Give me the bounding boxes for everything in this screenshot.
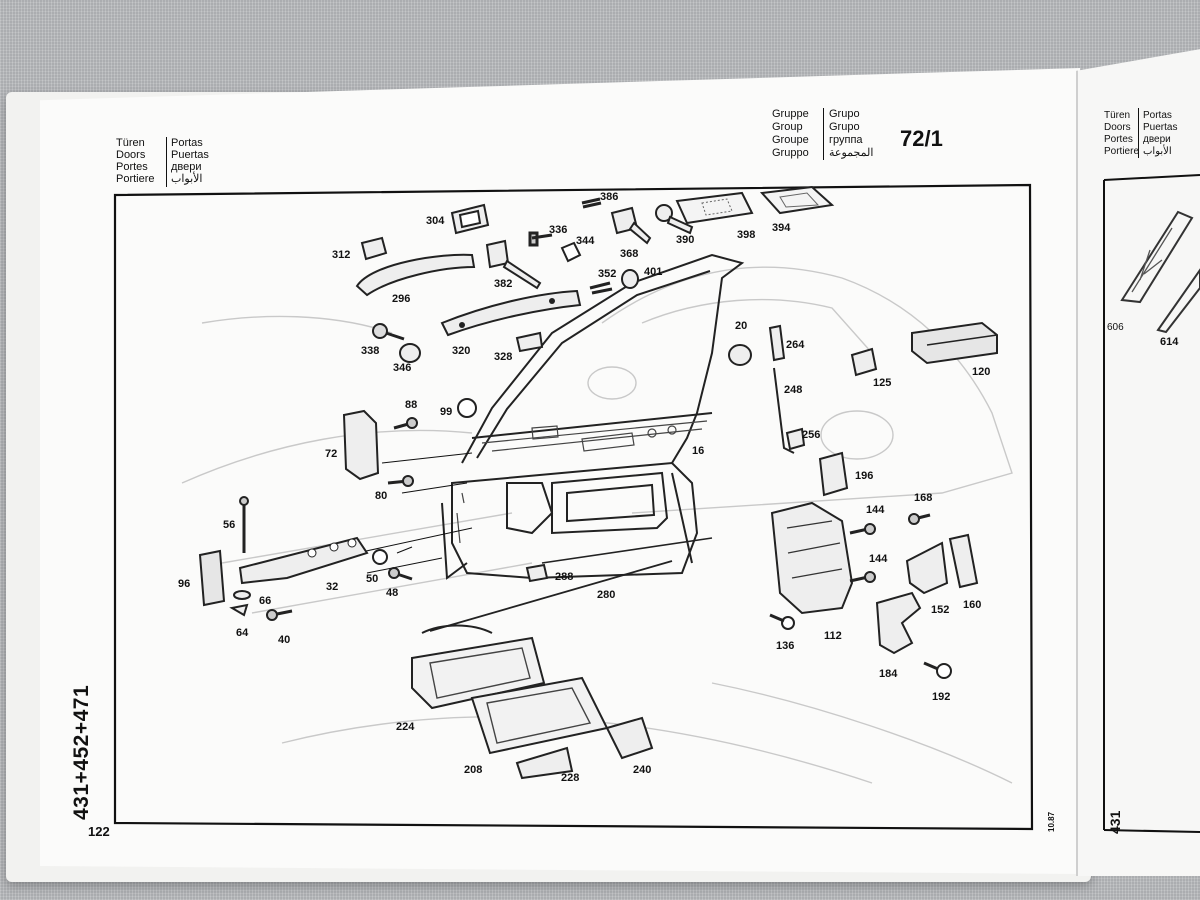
- group-label-fr: Groupe: [772, 134, 809, 146]
- callout-368: 368: [620, 248, 639, 260]
- callout-125: 125: [873, 377, 892, 389]
- callout-168: 168: [914, 492, 933, 504]
- callout-240: 240: [633, 764, 652, 776]
- callout-208: 208: [464, 764, 483, 776]
- callout-88: 88: [405, 399, 418, 411]
- catalog-page: [40, 68, 1080, 874]
- callout-99: 99: [440, 406, 453, 418]
- page-number: 122: [88, 824, 110, 839]
- callout-336: 336: [549, 224, 568, 236]
- callout-382: 382: [494, 278, 513, 290]
- right-side-code: 431: [1107, 810, 1123, 834]
- callout-344: 344: [576, 235, 595, 247]
- callout-20: 20: [735, 320, 748, 332]
- side-model-code: 431+452+471: [70, 684, 93, 820]
- right-label-ru: двери: [1143, 134, 1171, 145]
- callout-160: 160: [963, 599, 982, 611]
- title-label-ar: الأبواب: [171, 173, 203, 185]
- callout-184: 184: [879, 668, 898, 680]
- group-label-ar: المجموعة: [829, 147, 874, 159]
- title-label-ru: двери: [171, 161, 202, 173]
- title-label-en: Doors: [116, 149, 146, 161]
- title-label-it: Portiere: [116, 173, 155, 185]
- group-label-es: Grupo: [829, 121, 860, 133]
- door-shell: [441, 253, 745, 580]
- title-label-pt: Portas: [171, 137, 203, 149]
- callout-352: 352: [598, 268, 617, 280]
- callout-256: 256: [802, 429, 821, 441]
- callout-401: 401: [644, 266, 663, 278]
- callout-386: 386: [600, 191, 619, 203]
- title-label-fr: Portes: [116, 161, 148, 173]
- right-callout-614: 614: [1160, 336, 1179, 348]
- right-label-de: Türen: [1104, 110, 1131, 121]
- group-label-it: Gruppo: [772, 147, 809, 159]
- title-label-de: Türen: [116, 137, 145, 149]
- right-label-it: Portiere: [1104, 146, 1140, 157]
- callout-120: 120: [972, 366, 991, 378]
- callout-224: 224: [396, 721, 415, 733]
- callout-72: 72: [325, 448, 338, 460]
- callout-16: 16: [692, 445, 705, 457]
- callout-50: 50: [366, 573, 379, 585]
- callout-152: 152: [931, 604, 950, 616]
- next-page: [1076, 46, 1200, 876]
- callout-338: 338: [361, 345, 380, 357]
- callout-144a: 144: [866, 504, 885, 516]
- callout-288: 288: [555, 571, 574, 583]
- callout-112: 112: [824, 630, 842, 642]
- callout-196: 196: [855, 470, 874, 482]
- callout-144b: 144: [869, 553, 888, 565]
- callout-280: 280: [597, 589, 616, 601]
- group-divider: [823, 108, 824, 160]
- callout-48: 48: [386, 587, 399, 599]
- callout-56: 56: [223, 519, 236, 531]
- callout-96: 96: [178, 578, 191, 590]
- right-label-ar: الأبواب: [1143, 146, 1172, 157]
- callout-390: 390: [676, 234, 695, 246]
- callout-228: 228: [561, 772, 580, 784]
- right-divider: [1138, 108, 1139, 158]
- header-divider: [166, 137, 167, 187]
- group-label-pt: Grupo: [829, 108, 860, 120]
- callout-328: 328: [494, 351, 513, 363]
- right-label-es: Puertas: [1143, 122, 1178, 133]
- callout-312: 312: [332, 249, 351, 261]
- door-details: [456, 420, 708, 544]
- group-label-ru: группа: [829, 134, 863, 146]
- right-label-pt: Portas: [1143, 110, 1172, 121]
- background-car-outline: [181, 266, 1013, 784]
- right-callout-606: 606: [1107, 322, 1124, 333]
- title-label-es: Puertas: [171, 149, 209, 161]
- right-page-diagram: [1103, 174, 1200, 833]
- right-label-en: Doors: [1104, 122, 1131, 133]
- group-label-en: Group: [772, 121, 803, 133]
- callout-66: 66: [259, 595, 272, 607]
- callout-64: 64: [236, 627, 249, 639]
- callout-136: 136: [776, 640, 795, 652]
- callout-304: 304: [426, 215, 445, 227]
- callout-80: 80: [375, 490, 388, 502]
- callout-248: 248: [784, 384, 803, 396]
- callout-320: 320: [452, 345, 471, 357]
- callout-264: 264: [786, 339, 805, 351]
- callout-346: 346: [393, 362, 412, 374]
- right-label-fr: Portes: [1104, 134, 1133, 145]
- callout-192: 192: [932, 691, 951, 703]
- edge-date: 10.87: [1047, 811, 1056, 832]
- callout-40: 40: [278, 634, 291, 646]
- callout-398: 398: [737, 229, 756, 241]
- callout-32: 32: [326, 581, 339, 593]
- group-number: 72/1: [900, 126, 943, 151]
- callout-394: 394: [772, 222, 791, 234]
- group-label-de: Gruppe: [772, 108, 809, 120]
- exploded-parts-diagram: [113, 183, 1034, 831]
- diagram-frame: [113, 183, 1034, 831]
- callout-296: 296: [392, 293, 411, 305]
